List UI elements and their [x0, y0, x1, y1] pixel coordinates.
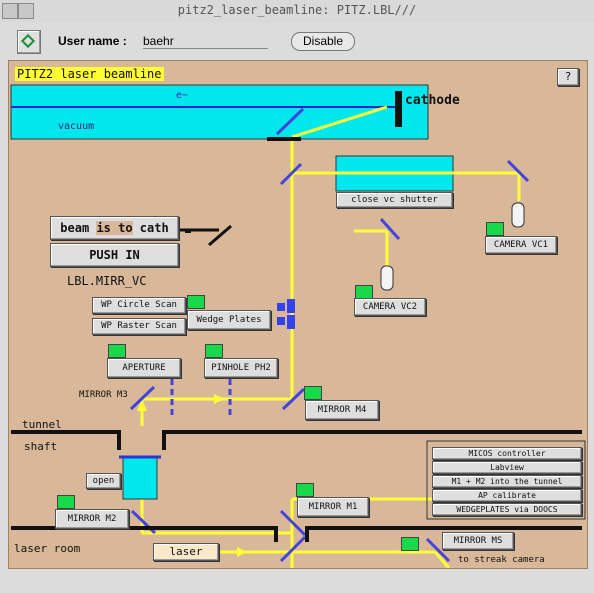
mirror-m2-button[interactable]: MIRROR M2 [55, 509, 129, 529]
mirror-m1-line [279, 509, 307, 537]
beam-arrow-right-1 [214, 394, 224, 404]
mirror-m1-indicator [296, 483, 314, 497]
help-button[interactable]: ? [557, 68, 579, 86]
close-vc-shutter-button[interactable]: close vc shutter [336, 192, 453, 208]
user-name-label: User name : [58, 34, 127, 48]
cathode-block [395, 91, 402, 127]
wedge-plates-indicator [187, 295, 205, 309]
beam-status: beam is to cath [50, 216, 179, 240]
diamond-icon [20, 33, 36, 49]
labview-button[interactable]: Labview [432, 461, 582, 474]
mirror-m2-indicator [57, 495, 75, 509]
mirror-m3-label: MIRROR M3 [79, 390, 128, 400]
wedge-plates-button[interactable]: Wedge Plates [187, 310, 271, 330]
shaft-label: shaft [24, 440, 58, 453]
m1-m2-tunnel-button[interactable]: M1 + M2 into the tunnel [432, 475, 582, 488]
camera-vc2-icon [380, 265, 394, 291]
window-title: pitz2_laser_beamline: PITZ.LBL/// [177, 3, 417, 17]
cathode-label: cathode [405, 93, 460, 108]
pinhole-indicator [205, 344, 223, 358]
window-menu-icon[interactable] [2, 3, 18, 19]
mirror-upper [279, 162, 303, 186]
beamline-diagram [10, 84, 586, 568]
pinhole-button[interactable]: PINHOLE PH2 [204, 358, 278, 378]
camera-vc1-icon [511, 202, 525, 228]
vacuum-label: vacuum [58, 121, 95, 132]
title-bar: pitz2_laser_beamline: PITZ.LBL/// [0, 0, 594, 23]
disable-button[interactable]: Disable [291, 32, 355, 51]
camera-vc2-button[interactable]: CAMERA VC2 [354, 298, 426, 316]
to-streak-camera-label: to streak camera [458, 555, 545, 565]
mirror-vc1 [506, 159, 530, 183]
beam-arrow-right-2 [237, 547, 247, 557]
electron-label: e− [176, 90, 189, 101]
aperture-button[interactable]: APERTURE [107, 358, 181, 378]
mirror-m4-line [281, 387, 306, 411]
wedgeplates-doocs-button[interactable]: WEDGEPLATES via DOOCS [432, 503, 582, 516]
laser-room-label: laser room [14, 542, 81, 555]
shaft-box [122, 455, 158, 500]
wp-circle-scan-button[interactable]: WP Circle Scan [92, 297, 186, 314]
mirror-cathode [275, 107, 305, 136]
aperture-indicator [108, 344, 126, 358]
beam-arrow-up [137, 399, 147, 411]
push-in-button[interactable]: PUSH IN [50, 243, 179, 267]
wedge-plate-icon [277, 299, 295, 329]
user-name-field[interactable]: baehr [143, 34, 268, 49]
mirror-bottom-line [279, 535, 307, 563]
tunnel-label: tunnel [22, 418, 62, 431]
mirror-m4-indicator [304, 386, 322, 400]
micos-controller-button[interactable]: MICOS controller [432, 447, 582, 460]
camera-vc2-indicator [355, 285, 373, 299]
open-button[interactable]: open [86, 473, 121, 489]
ap-calibrate-button[interactable]: AP calibrate [432, 489, 582, 502]
side-button-frame [426, 440, 586, 520]
wp-raster-scan-button[interactable]: WP Raster Scan [92, 318, 186, 335]
mirror-ms-line [425, 537, 451, 563]
home-button[interactable] [17, 30, 41, 54]
camera-vc1-button[interactable]: CAMERA VC1 [485, 236, 557, 254]
mirror-ms-button[interactable]: MIRROR MS [442, 532, 514, 550]
mirror-m3-line [129, 385, 156, 411]
window-shade-icon[interactable] [18, 3, 34, 19]
laser-button[interactable]: laser [153, 543, 219, 561]
mirr-vc-label: LBL.MIRR_VC [67, 274, 147, 288]
camera-vc1-indicator [486, 222, 504, 236]
beam-to-cathode [291, 105, 388, 139]
mirror-m1-button[interactable]: MIRROR M1 [297, 497, 369, 517]
status-bar [0, 570, 594, 593]
mirror-m4-button[interactable]: MIRROR M4 [305, 400, 379, 420]
panel-title: PITZ2 laser beamline [15, 67, 164, 81]
mirror-vc2 [379, 217, 401, 241]
beamline-panel: PITZ2 laser beamline ? e− vacuum cathode… [8, 60, 588, 569]
beam-status-part2: is to [96, 221, 133, 235]
vacuum-tube [10, 84, 429, 140]
beam-status-part3: cath [139, 221, 169, 235]
mirror-ms-indicator [401, 537, 419, 551]
beam-status-part1: beam [60, 221, 90, 235]
